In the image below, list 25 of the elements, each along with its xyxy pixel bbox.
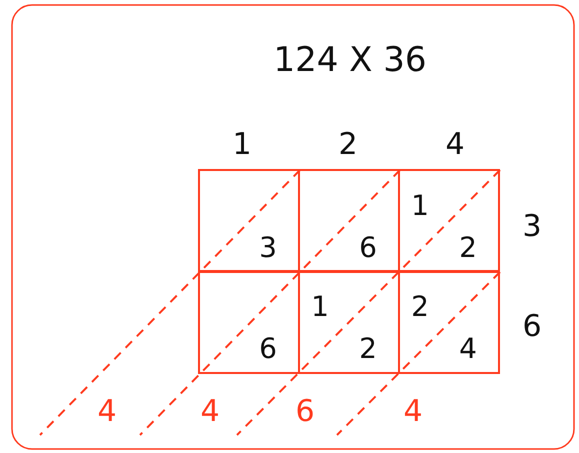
result-digit: 4 <box>97 397 117 427</box>
tens-digit: 2 <box>411 293 429 321</box>
multiplier-digit: 3 <box>522 212 542 242</box>
multiplicand-digit: 2 <box>338 130 358 160</box>
lattice-cell <box>198 270 300 374</box>
lattice-cell <box>198 169 300 273</box>
tens-digit: 1 <box>311 293 329 321</box>
multiplicand-digit: 4 <box>445 130 465 160</box>
units-digit: 6 <box>259 335 277 363</box>
units-digit: 6 <box>359 234 377 262</box>
lattice-cell <box>398 270 500 374</box>
result-digit: 4 <box>403 397 423 427</box>
tens-digit: 1 <box>411 192 429 220</box>
multiplicand-digit: 1 <box>232 130 252 160</box>
lattice-cell <box>298 270 400 374</box>
units-digit: 2 <box>459 234 477 262</box>
result-digit: 6 <box>295 397 315 427</box>
lattice-cell <box>398 169 500 273</box>
title: 124 X 36 <box>273 43 427 77</box>
lattice-cell <box>298 169 400 273</box>
units-digit: 3 <box>259 234 277 262</box>
units-digit: 4 <box>459 335 477 363</box>
multiplier-digit: 6 <box>522 312 542 342</box>
result-digit: 4 <box>200 397 220 427</box>
units-digit: 2 <box>359 335 377 363</box>
